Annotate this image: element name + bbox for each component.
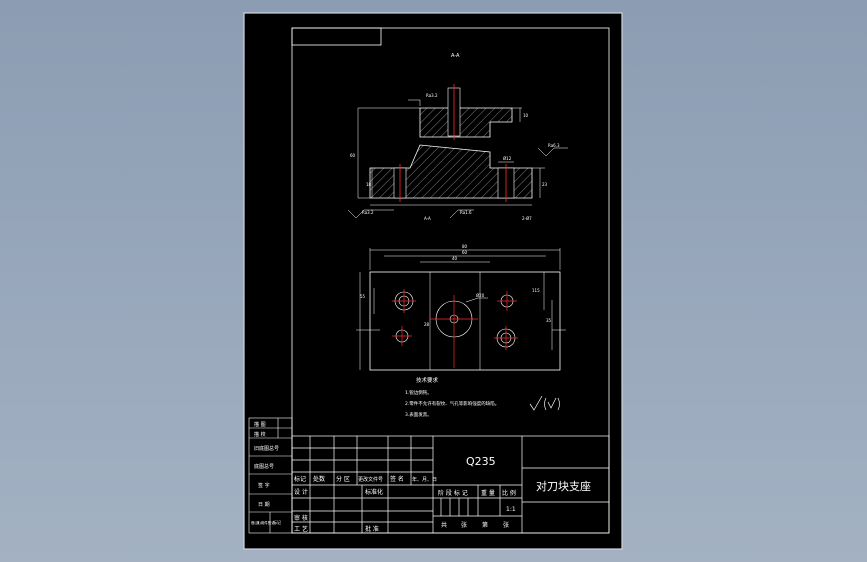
sheet-label: 共 xyxy=(441,521,447,529)
std-label: 标准化 xyxy=(365,488,383,496)
dim-text: 28 xyxy=(424,322,430,327)
tech-note: 3.表面发黑。 xyxy=(405,411,432,418)
title-row-label: 审 核 xyxy=(294,514,308,522)
title-row-label: 设 计 xyxy=(294,488,308,496)
stage-header: 阶 段 标 记 xyxy=(438,489,468,497)
roughness-symbol xyxy=(529,395,560,411)
rev-header: 更改文件号 xyxy=(358,476,383,483)
rev-header: 处数 xyxy=(313,475,325,483)
stage-header: 重 量 xyxy=(481,489,495,497)
dim-text: Ø20 xyxy=(476,293,485,298)
dim-text: 80 xyxy=(462,244,468,249)
view-label: A-A xyxy=(451,53,460,59)
left-strip-label: 日 期 xyxy=(258,502,270,508)
sheet-label: 张 xyxy=(461,521,467,529)
left-strip-label: 签 字 xyxy=(258,482,270,489)
roughness-mark: Ra3.2 xyxy=(362,210,374,215)
dim-text: 23 xyxy=(542,182,548,187)
stage-header: 比 例 xyxy=(502,489,516,497)
dim-text: 2-Ø7 xyxy=(522,216,532,221)
sheet-label: 第 xyxy=(482,521,488,529)
dim-text: 55 xyxy=(360,294,366,299)
scale-value: 1:1 xyxy=(506,506,516,513)
roughness-mark: Ra6.3 xyxy=(548,143,560,148)
left-strip-sub: 借(通)用件登记 xyxy=(251,520,275,525)
section-view xyxy=(347,84,568,219)
left-strip xyxy=(248,417,293,534)
roughness-mark: Ra1.6 xyxy=(460,210,472,215)
left-strip-label: 底图总号 xyxy=(254,463,274,470)
title-block xyxy=(291,435,610,534)
rev-header: 签 名 xyxy=(390,475,404,483)
dim-text: Ø12 xyxy=(503,156,512,161)
rev-header: 标记 xyxy=(294,475,306,483)
dim-text: 60 xyxy=(350,153,356,158)
dim-text: 40 xyxy=(452,256,458,261)
dim-text: 115 xyxy=(532,288,540,293)
dim-text: 60 xyxy=(462,250,468,255)
rev-header: 分 区 xyxy=(336,475,350,483)
approve-label: 批 准 xyxy=(365,525,379,533)
roughness-mark: Ra3.2 xyxy=(426,93,438,98)
left-strip-label: 描 图 xyxy=(254,421,266,428)
dim-text: 35 xyxy=(546,318,552,323)
rev-header: 年、月、日 xyxy=(412,476,437,483)
plan-view xyxy=(356,248,566,371)
title-row-label: 工 艺 xyxy=(294,525,308,533)
left-strip-sub: 标记 xyxy=(273,519,281,525)
left-strip-label: 旧底图总号 xyxy=(254,445,279,452)
tech-note: 2.零件不允许有裂纹、气孔等影响强度的缺陷。 xyxy=(405,400,499,407)
part-name: 对刀块支座 xyxy=(536,479,591,493)
dim-text: 10 xyxy=(523,113,529,118)
material-text: Q235 xyxy=(466,455,496,468)
corner-tag-box xyxy=(291,27,382,46)
dim-text: 18 xyxy=(366,182,372,187)
left-strip-label: 描 校 xyxy=(254,431,266,438)
tech-note: 1.锐边倒钝。 xyxy=(405,389,432,396)
sheet-label: 张 xyxy=(503,521,509,529)
section-label: A-A xyxy=(424,216,431,221)
tech-title: 技术要求 xyxy=(416,376,439,384)
